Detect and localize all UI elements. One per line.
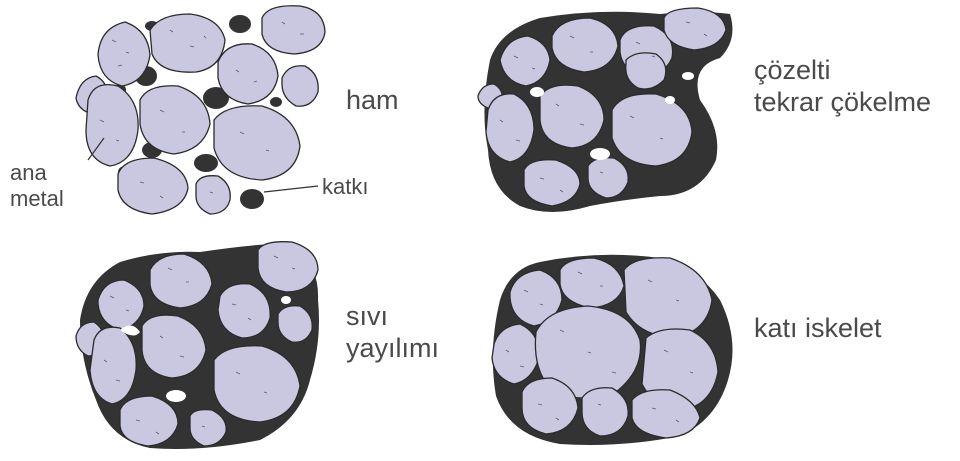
callout-additive-text: katkı xyxy=(322,174,368,199)
label-solution-line-2: tekrar çökelme xyxy=(754,86,931,118)
callout-line-additive xyxy=(264,186,318,192)
callout-base-metal: ana metal xyxy=(10,160,64,212)
label-liquid-spreading: sıvı yayılımı xyxy=(346,300,439,364)
base-metal-grains xyxy=(76,6,325,214)
panel-solution-reprecipitation xyxy=(478,8,732,212)
label-solution-reprecipitation: çözelti tekrar çökelme xyxy=(754,54,931,118)
panel-liquid-spreading xyxy=(76,242,319,449)
label-raw: ham xyxy=(346,84,399,116)
panel-raw xyxy=(76,6,325,214)
callout-base-metal-line-2: metal xyxy=(10,186,64,212)
callout-base-metal-line-1: ana xyxy=(10,160,64,186)
label-skeleton-line-1: katı iskelet xyxy=(754,313,882,343)
label-liquid-line-1: sıvı xyxy=(346,300,439,332)
label-solid-skeleton: katı iskelet xyxy=(754,312,882,344)
label-raw-line-1: ham xyxy=(346,85,399,115)
label-solution-line-1: çözelti xyxy=(754,54,931,86)
label-liquid-line-2: yayılımı xyxy=(346,332,439,364)
callout-additive: katkı xyxy=(322,174,368,200)
panel-solid-skeleton xyxy=(492,255,733,445)
